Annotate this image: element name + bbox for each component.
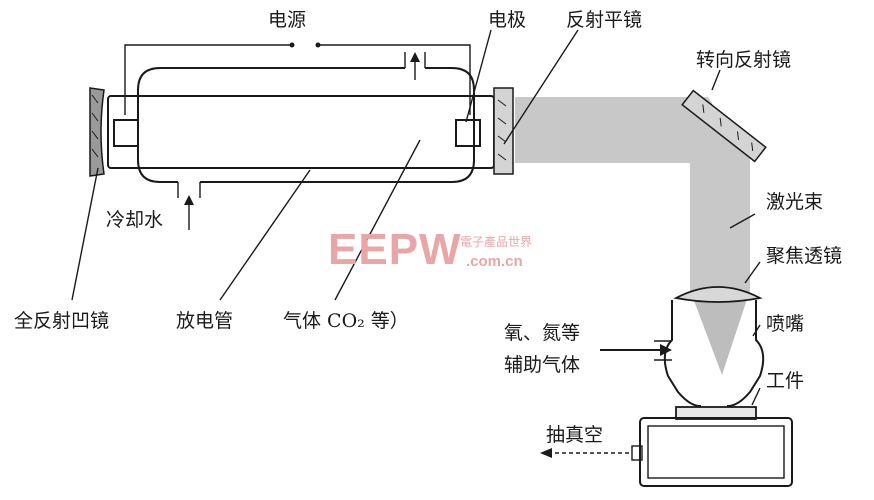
label-laser-beam: 激光束 <box>766 191 823 213</box>
label-nozzle: 喷嘴 <box>766 313 804 335</box>
label-turning-mirror: 转向反射镜 <box>696 49 791 71</box>
vacuum-arrow <box>540 448 630 458</box>
label-concave-mirror: 全反射凹镜 <box>14 310 109 332</box>
label-assist-gas-line1: 氧、氮等 <box>504 322 580 344</box>
svg-text:電子產品世界: 電子產品世界 <box>460 234 532 249</box>
label-cooling-water: 冷却水 <box>106 209 163 231</box>
label-power-source: 电源 <box>268 9 306 31</box>
svg-text:.com.cn: .com.cn <box>466 253 523 270</box>
flat-mirror <box>493 87 514 175</box>
turning-mirror <box>681 89 767 163</box>
eepw-watermark: EEPW 電子產品世界 .com.cn <box>328 225 532 274</box>
label-vacuum: 抽真空 <box>546 424 603 446</box>
focusing-lens <box>673 286 763 303</box>
electrode-right <box>455 119 481 147</box>
water-inlet-arrow <box>184 195 194 230</box>
label-flat-mirror: 反射平镜 <box>566 9 642 31</box>
leader-lines <box>71 29 761 406</box>
label-gas: 气体 CO₂ 等） <box>283 310 409 332</box>
nozzle-housing <box>663 300 765 413</box>
label-workpiece: 工件 <box>766 370 804 392</box>
assist-gas-arrow <box>600 340 672 361</box>
label-assist-gas-line2: 辅助气体 <box>504 354 580 376</box>
power-source-wiring <box>124 42 471 115</box>
water-outlet-arrow <box>410 52 420 80</box>
svg-text:EEPW: EEPW <box>328 225 462 274</box>
electrode-left <box>113 119 139 147</box>
vacuum-chamber <box>631 417 793 487</box>
label-electrode: 电极 <box>488 9 526 31</box>
label-focusing-lens: 聚焦透镜 <box>766 245 842 267</box>
label-discharge-tube: 放电管 <box>176 310 233 332</box>
discharge-tube <box>107 95 495 169</box>
concave-mirror <box>89 87 105 177</box>
